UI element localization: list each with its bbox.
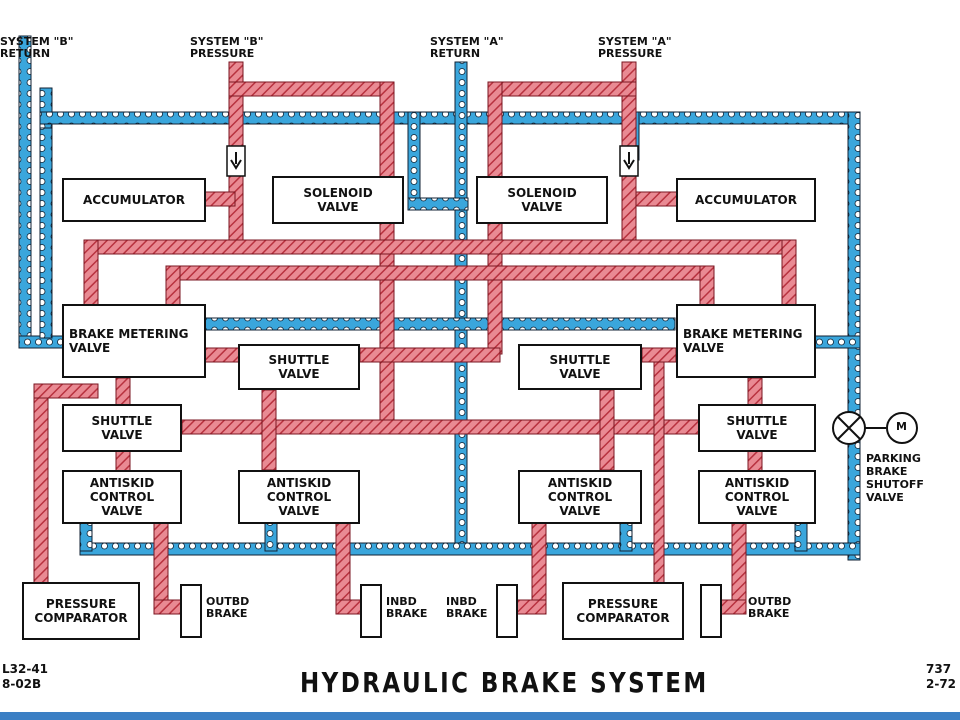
solenoid-valve-right: SOLENOID VALVE	[476, 176, 608, 224]
system-a-pressure-label: SYSTEM "A" PRESSURE	[598, 35, 672, 60]
check-valve-left	[226, 145, 246, 177]
inbd-brake-left-label: INBD BRAKE	[386, 595, 428, 620]
pressure-comparator-left: PRESSURE COMPARATOR	[22, 582, 140, 640]
outbd-brake-left-pad	[180, 584, 202, 638]
brake-metering-valve-right: BRAKE METERING VALVE	[676, 304, 816, 378]
pressure-comparator-right: PRESSURE COMPARATOR	[562, 582, 684, 640]
outbd-brake-right-label: OUTBD BRAKE	[748, 595, 792, 620]
diagram-title: HYDRAULIC BRAKE SYSTEM	[300, 666, 709, 699]
accumulator-left: ACCUMULATOR	[62, 178, 206, 222]
inbd-brake-right-label: INBD BRAKE	[446, 595, 488, 620]
shuttle-valve-upper-left: SHUTTLE VALVE	[238, 344, 360, 390]
system-a-return-label: SYSTEM "A" RETURN	[430, 35, 504, 60]
antiskid-control-valve-4: ANTISKID CONTROL VALVE	[698, 470, 816, 524]
antiskid-control-valve-1: ANTISKID CONTROL VALVE	[62, 470, 182, 524]
shuttle-valve-right: SHUTTLE VALVE	[698, 404, 816, 452]
motor-symbol-label: M	[896, 420, 907, 433]
reference-code-right: 737 2-72	[926, 662, 957, 691]
reference-code-left: L32-41 8-02B	[2, 662, 49, 691]
outbd-brake-left-label: OUTBD BRAKE	[206, 595, 250, 620]
system-b-return-label: SYSTEM "B" RETURN	[0, 35, 74, 60]
brake-metering-valve-left: BRAKE METERING VALVE	[62, 304, 206, 378]
antiskid-control-valve-3: ANTISKID CONTROL VALVE	[518, 470, 642, 524]
parking-brake-valve-symbol	[832, 411, 918, 445]
antiskid-control-valve-2: ANTISKID CONTROL VALVE	[238, 470, 360, 524]
system-b-pressure-label: SYSTEM "B" PRESSURE	[190, 35, 264, 60]
inbd-brake-right-pad	[496, 584, 518, 638]
accumulator-right: ACCUMULATOR	[676, 178, 816, 222]
bottom-border-bar	[0, 712, 960, 720]
solenoid-valve-left: SOLENOID VALVE	[272, 176, 404, 224]
shuttle-valve-upper-right: SHUTTLE VALVE	[518, 344, 642, 390]
inbd-brake-left-pad	[360, 584, 382, 638]
outbd-brake-right-pad	[700, 584, 722, 638]
shuttle-valve-left: SHUTTLE VALVE	[62, 404, 182, 452]
parking-brake-shutoff-label: PARKING BRAKE SHUTOFF VALVE	[866, 452, 924, 504]
return-lines	[18, 35, 861, 561]
check-valve-right	[619, 145, 639, 177]
